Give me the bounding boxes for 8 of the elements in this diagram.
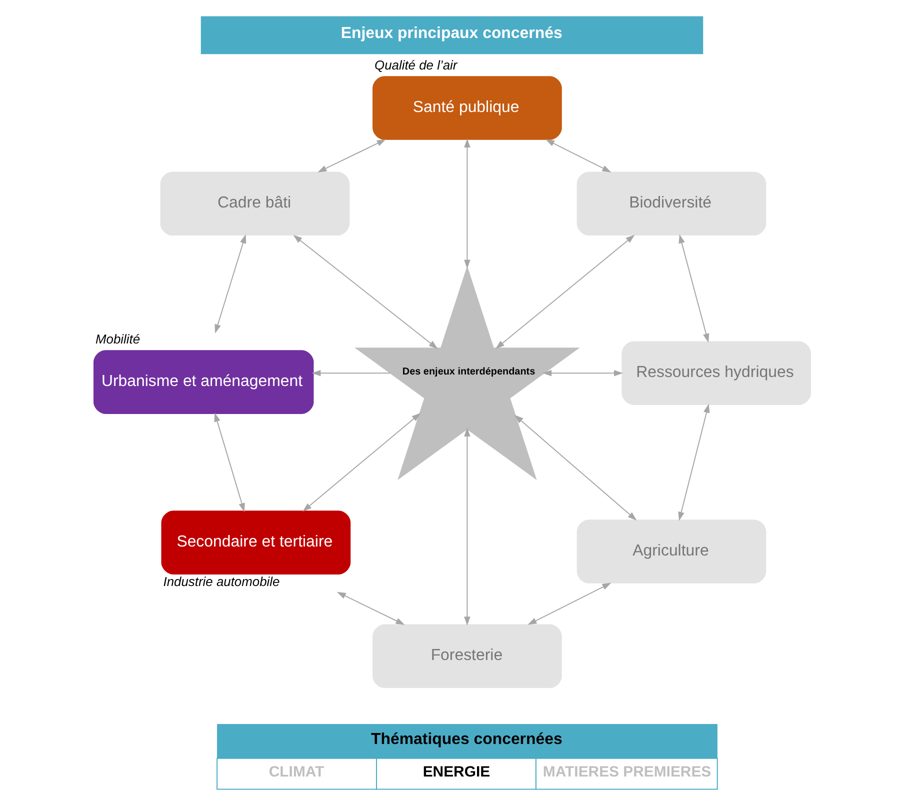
- label: ENERGIE: [422, 763, 490, 780]
- node-label: Industrie automobile: [162, 574, 280, 589]
- diagram-title: Enjeux principaux concernés: [340, 25, 562, 42]
- label: MATIERES PREMIERES: [542, 763, 711, 780]
- label: Thématiques concernées: [370, 731, 562, 748]
- node-label: Mobilité: [94, 332, 140, 347]
- label: CLIMAT: [268, 763, 324, 780]
- node-label: Qualité de l’air: [374, 58, 457, 72]
